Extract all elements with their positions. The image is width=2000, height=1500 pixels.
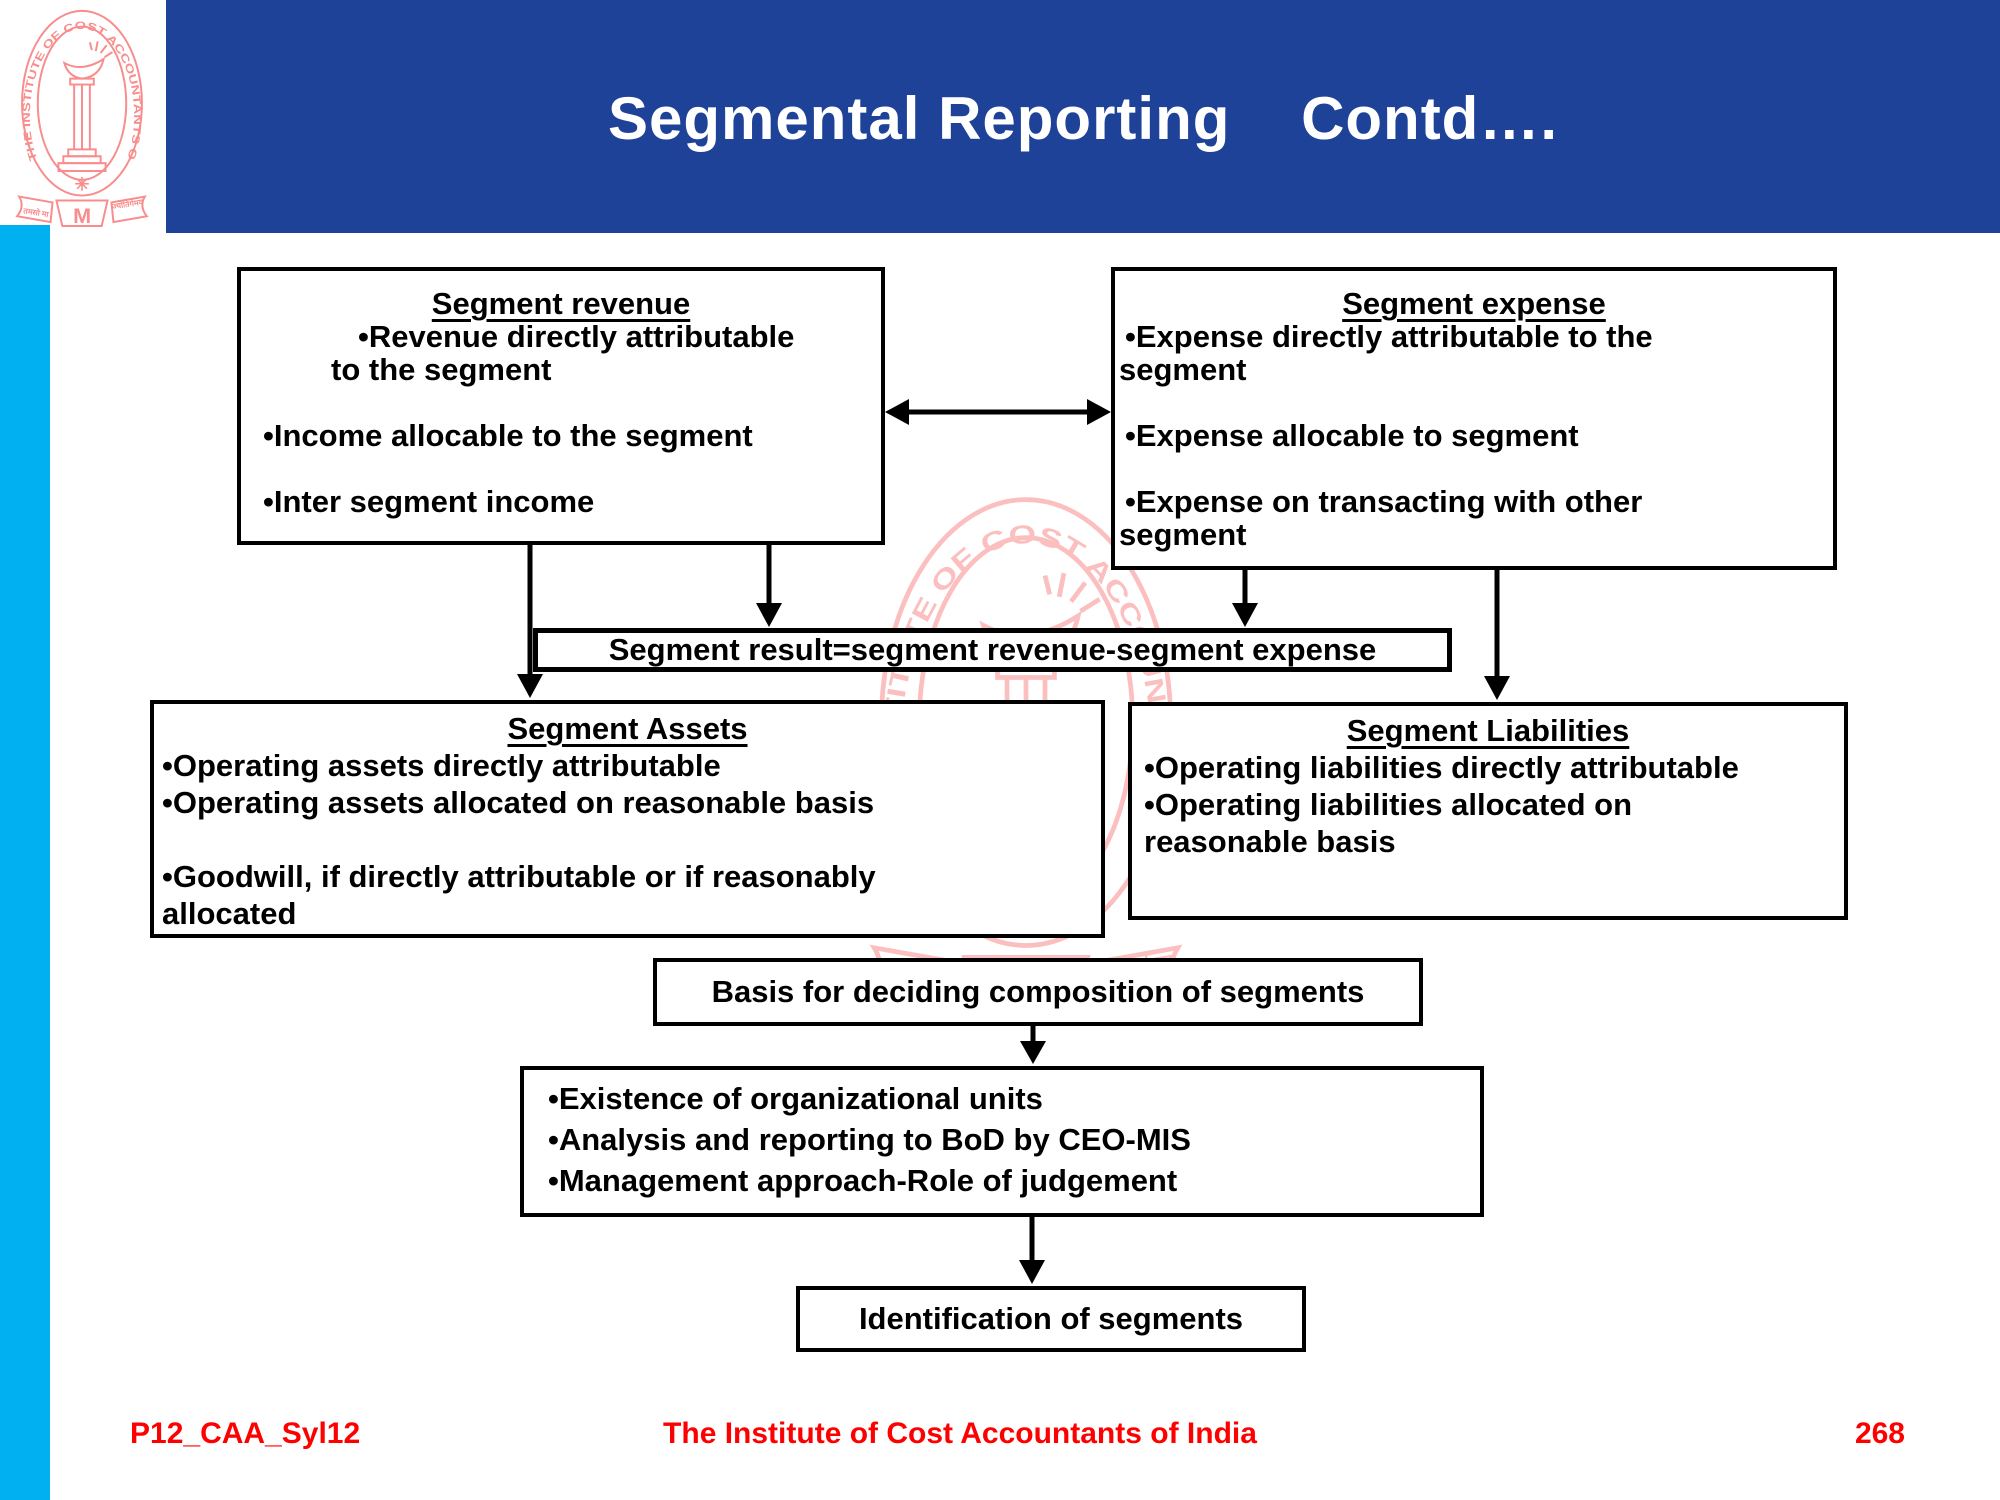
arrow-expense-to-result	[1232, 570, 1258, 627]
arrow-basis-to-criteria	[1020, 1026, 1046, 1064]
institute-logo	[6, 0, 158, 230]
revenue-bullet-1-wrap: to the segment	[331, 352, 552, 387]
liabilities-bullet-2: •Operating liabilities allocated on	[1144, 787, 1633, 822]
segment-assets-title: Segment Assets	[507, 711, 748, 746]
expense-bullet-1-wrap: segment	[1119, 352, 1247, 387]
segment-result-text: Segment result=segment revenue-segment e…	[608, 632, 1377, 667]
criteria-box: •Existence of organizational units •Anal…	[520, 1066, 1484, 1217]
basis-text: Basis for deciding composition of segmen…	[711, 974, 1365, 1009]
segment-result-box: Segment result=segment revenue-segment e…	[533, 628, 1452, 672]
slide-title: Segmental Reporting Contd….	[607, 85, 1558, 152]
expense-bullet-2: •Expense allocable to segment	[1125, 418, 1579, 453]
segment-expense-box: Segment expense •Expense directly attrib…	[1111, 267, 1837, 570]
assets-bullet-3-wrap: allocated	[162, 896, 297, 931]
assets-bullet-3: •Goodwill, if directly attributable or i…	[162, 859, 876, 894]
revenue-bullet-1: •Revenue directly attributable	[358, 319, 795, 354]
segment-assets-box: Segment Assets •Operating assets directl…	[150, 700, 1105, 938]
left-accent-stripe	[0, 225, 50, 1500]
footer-institute-name: The Institute of Cost Accountants of Ind…	[663, 1417, 1257, 1450]
liabilities-bullet-2-wrap: reasonable basis	[1144, 824, 1396, 859]
arrow-expense-to-liabilities	[1484, 570, 1510, 700]
arrow-revenue-to-result	[756, 545, 782, 627]
liabilities-bullet-1: •Operating liabilities directly attribut…	[1144, 750, 1739, 785]
expense-bullet-3-wrap: segment	[1119, 517, 1247, 552]
footer-course-code: P12_CAA_Syl12	[130, 1417, 361, 1450]
expense-bullet-3: •Expense on transacting with other	[1125, 484, 1643, 519]
arrow-criteria-to-identification	[1019, 1217, 1045, 1284]
identification-text: Identification of segments	[858, 1301, 1244, 1336]
segment-liabilities-box: Segment Liabilities •Operating liabiliti…	[1128, 702, 1848, 920]
criteria-bullet-2: •Analysis and reporting to BoD by CEO-MI…	[548, 1122, 1191, 1157]
institute-emblem-icon	[6, 0, 148, 230]
basis-box: Basis for deciding composition of segmen…	[653, 958, 1423, 1026]
revenue-bullet-3: •Inter segment income	[263, 484, 595, 519]
segment-revenue-box: Segment revenue •Revenue directly attrib…	[237, 267, 885, 545]
criteria-bullet-1: •Existence of organizational units	[548, 1081, 1043, 1116]
assets-bullet-2: •Operating assets allocated on reasonabl…	[162, 785, 875, 820]
arrow-revenue-to-assets	[517, 545, 543, 698]
segment-revenue-title: Segment revenue	[431, 286, 691, 321]
segment-liabilities-title: Segment Liabilities	[1346, 713, 1630, 748]
identification-box: Identification of segments	[796, 1286, 1306, 1352]
footer-page-number: 268	[1854, 1417, 1905, 1450]
arrow-revenue-expense-bidirectional	[885, 399, 1111, 425]
assets-bullet-1: •Operating assets directly attributable	[162, 748, 721, 783]
expense-bullet-1: •Expense directly attributable to the	[1125, 319, 1653, 354]
header-band: Segmental Reporting Contd….	[166, 0, 2000, 233]
criteria-bullet-3: •Management approach-Role of judgement	[548, 1163, 1178, 1198]
revenue-bullet-2: •Income allocable to the segment	[263, 418, 753, 453]
segment-expense-title: Segment expense	[1342, 286, 1606, 321]
